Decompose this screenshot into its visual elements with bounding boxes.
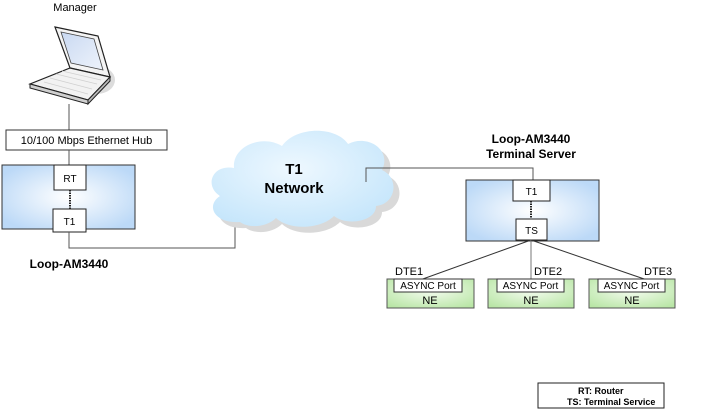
network-remote-link bbox=[365, 167, 534, 182]
laptop-icon bbox=[28, 26, 115, 106]
t1-network: T1 Network bbox=[211, 130, 534, 233]
async-port bbox=[597, 278, 666, 293]
network-label-line1: T1 bbox=[285, 161, 303, 178]
dte-label: DTE2 bbox=[534, 266, 562, 278]
network-label-line2: Network bbox=[264, 180, 324, 197]
manager-node: Manager bbox=[28, 2, 115, 130]
manager-label: Manager bbox=[53, 2, 97, 14]
remote-device-label-line2: Terminal Server bbox=[486, 147, 576, 161]
ne-label: NE bbox=[624, 295, 639, 307]
dte-label: DTE3 bbox=[644, 266, 672, 278]
dte-node-1: DTE1 ASYNC Port NE bbox=[386, 266, 475, 309]
ethernet-hub: 10/100 Mbps Ethernet Hub bbox=[5, 129, 168, 165]
async-port-label: ASYNC Port bbox=[400, 281, 456, 292]
async-port-label: ASYNC Port bbox=[604, 281, 660, 292]
legend-box bbox=[537, 382, 665, 409]
remote-device-label-line1: Loop-AM3440 bbox=[492, 132, 571, 146]
ne-label: NE bbox=[523, 295, 538, 307]
t1-module-local-label: T1 bbox=[64, 217, 76, 228]
cloud-icon bbox=[211, 130, 400, 233]
local-t1-network-link bbox=[68, 224, 236, 249]
ne-label: NE bbox=[422, 295, 437, 307]
dte-node-2: DTE2 ASYNC Port NE bbox=[487, 266, 575, 309]
async-port bbox=[496, 278, 565, 293]
local-device: RT T1 Loop-AM3440 bbox=[1, 164, 236, 271]
legend-item-rt: RT: Router bbox=[578, 386, 624, 396]
dte-node-3: DTE3 ASYNC Port NE bbox=[588, 266, 676, 309]
dte3-link bbox=[530, 239, 651, 282]
legend: RT: Router TS: Terminal Service bbox=[537, 382, 665, 409]
legend-item-ts: TS: Terminal Service bbox=[567, 397, 655, 407]
rt-module bbox=[53, 164, 87, 191]
remote-device: Loop-AM3440 Terminal Server T1 TS bbox=[419, 132, 651, 282]
dte-label: DTE1 bbox=[395, 266, 423, 278]
async-port bbox=[393, 278, 463, 293]
async-port-label: ASYNC Port bbox=[503, 281, 559, 292]
t1-module-remote-label: T1 bbox=[526, 187, 538, 198]
ts-module-label: TS bbox=[525, 226, 538, 237]
hub-label: 10/100 Mbps Ethernet Hub bbox=[21, 135, 152, 147]
local-device-label: Loop-AM3440 bbox=[30, 257, 109, 271]
rt-module-label: RT bbox=[63, 174, 76, 185]
dte1-link bbox=[419, 239, 532, 281]
